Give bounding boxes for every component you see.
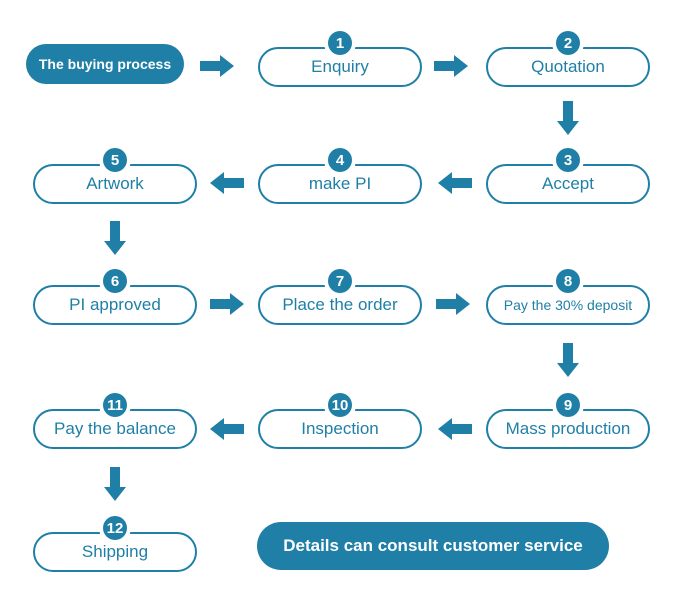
step-label: Quotation: [531, 57, 605, 76]
arrow-down-icon: [104, 467, 126, 501]
step-label: Place the order: [282, 295, 398, 314]
step-label: Mass production: [505, 419, 631, 438]
step-label: Pay the balance: [54, 419, 176, 438]
step-label: make PI: [308, 174, 372, 193]
arrow-down-icon: [557, 101, 579, 135]
arrow-down-icon: [104, 221, 126, 255]
arrow-right-icon: [434, 55, 468, 77]
step-label: Enquiry: [311, 57, 369, 76]
step-number-badge: 6: [103, 269, 127, 293]
step-label: Pay the 30% deposit: [503, 297, 633, 313]
process-title: The buying process: [26, 44, 184, 84]
arrow-left-icon: [210, 172, 244, 194]
step-number-badge: 2: [556, 31, 580, 55]
step-number-badge: 4: [328, 148, 352, 172]
step-label: Inspection: [301, 419, 379, 438]
step-number-badge: 9: [556, 393, 580, 417]
arrow-left-icon: [438, 172, 472, 194]
arrow-right-icon: [200, 55, 234, 77]
step-number-badge: 12: [103, 516, 127, 540]
arrow-right-icon: [210, 293, 244, 315]
step-quotation: Quotation: [486, 47, 650, 87]
step-number-badge: 10: [328, 393, 352, 417]
arrow-left-icon: [438, 418, 472, 440]
step-label: Artwork: [86, 174, 144, 193]
step-label: PI approved: [69, 295, 161, 314]
step-number-badge: 11: [103, 393, 127, 417]
step-number-badge: 8: [556, 269, 580, 293]
step-inspection: Inspection: [258, 409, 422, 449]
step-number-badge: 5: [103, 148, 127, 172]
arrow-down-icon: [557, 343, 579, 377]
arrow-left-icon: [210, 418, 244, 440]
step-label: Shipping: [81, 542, 149, 561]
arrow-right-icon: [436, 293, 470, 315]
consult-customer-service-note: Details can consult customer service: [257, 522, 609, 570]
step-label: Accept: [542, 174, 594, 193]
step-number-badge: 7: [328, 269, 352, 293]
step-number-badge: 1: [328, 31, 352, 55]
step-number-badge: 3: [556, 148, 580, 172]
